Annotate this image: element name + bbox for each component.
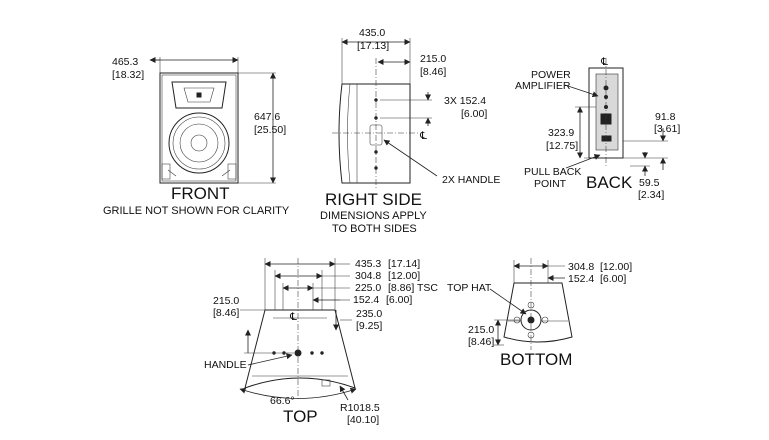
top-radius-label: R1018.5 (340, 402, 380, 414)
front-note: GRILLE NOT SHOWN FOR CLARITY (103, 205, 290, 217)
back-centerline: ℄ (600, 56, 608, 68)
bottom-dim2-in: [6.00] (600, 273, 626, 285)
back-pull-line2: POINT (534, 178, 567, 190)
front-height-dim-in: [25.50] (254, 124, 286, 136)
back-height-dim: 323.9 (548, 127, 574, 139)
top-dim4: 152.4 (353, 294, 379, 306)
bottom-dim1-in: [12.00] (600, 261, 632, 273)
top-left-dim: 215.0 (213, 295, 239, 307)
top-dim1-in: [17.14] (388, 258, 420, 270)
top-right-dim: 235.0 (356, 308, 382, 320)
back-top-dim: 91.8 (655, 111, 676, 123)
back-view: ℄ POWER AMPLIFIER 323.9 [12.75] 91.8 [3.… (515, 56, 680, 201)
back-bottom-dim-in: [2.34] (638, 189, 664, 201)
top-handle-label: HANDLE (204, 359, 247, 371)
top-title: TOP (283, 407, 318, 426)
front-title: FRONT (171, 184, 230, 203)
back-height-dim-in: [12.75] (546, 140, 578, 152)
top-centerline: ℄ (289, 311, 297, 323)
top-cabinet (244, 309, 356, 389)
bottom-depth-dim: 215.0 (468, 324, 494, 336)
bottom-view: 304.8 [12.00] 152.4 [6.00] TOP HAT 215.0… (447, 258, 632, 369)
side-title: RIGHT SIDE (325, 190, 422, 209)
back-amp-panel (595, 73, 619, 151)
front-height-dim: 647.6 (254, 111, 280, 123)
back-pull-line1: PULL BACK (524, 166, 581, 178)
side-depth-dim-in: [17.13] (357, 40, 389, 52)
back-title: BACK (586, 173, 633, 192)
side-note-line2: TO BOTH SIDES (332, 223, 417, 235)
top-left-dim-in: [8.46] (213, 307, 239, 319)
back-power-line1: POWER (531, 69, 571, 81)
side-centerline: ℄ (419, 130, 427, 142)
top-radius-label-in: [40.10] (347, 414, 379, 426)
front-woofer (168, 112, 230, 174)
front-width-dim-in: [18.32] (112, 69, 144, 81)
bottom-top-hat-label: TOP HAT (447, 282, 492, 294)
top-dim4-in: [6.00] (386, 294, 412, 306)
top-view: ℄ 435.3 [17.14] 304.8 [12.00] 225.0 [8.8… (204, 258, 438, 426)
side-spacing-dim-in: [6.00] (461, 108, 487, 120)
side-depth-dim: 435.0 (359, 27, 385, 39)
top-dim2: 304.8 (355, 270, 381, 282)
top-right-dim-in: [9.25] (356, 320, 382, 332)
side-offset-dim: 215.0 (420, 53, 446, 65)
bottom-title: BOTTOM (500, 350, 572, 369)
side-spacing-dim: 3X 152.4 (444, 95, 486, 107)
side-handle-label: 2X HANDLE (442, 174, 500, 186)
top-dim1: 435.3 (355, 258, 381, 270)
bottom-dim1: 304.8 (568, 261, 594, 273)
top-dim3: 225.0 (355, 282, 381, 294)
top-angle-label: 66.6° (270, 395, 295, 407)
top-dim2-in: [12.00] (388, 270, 420, 282)
right-side-view: 435.0 [17.13] 215.0 [8.46] 3X 152.4 [6.0… (320, 27, 500, 235)
side-offset-dim-in: [8.46] (420, 66, 446, 78)
back-top-dim-in: [3.61] (654, 123, 680, 135)
top-dim3-in: [8.86] TSC (388, 282, 438, 294)
bottom-dim2: 152.4 (568, 273, 594, 285)
bottom-depth-dim-in: [8.46] (468, 336, 494, 348)
back-bottom-dim: 59.5 (639, 177, 660, 189)
back-power-line2: AMPLIFIER (515, 80, 571, 92)
front-view: 465.3 [18.32] 647.6 [25.50] FRONT GRILLE… (103, 56, 290, 217)
front-width-dim: 465.3 (112, 56, 138, 68)
side-note-line1: DIMENSIONS APPLY (320, 210, 427, 222)
